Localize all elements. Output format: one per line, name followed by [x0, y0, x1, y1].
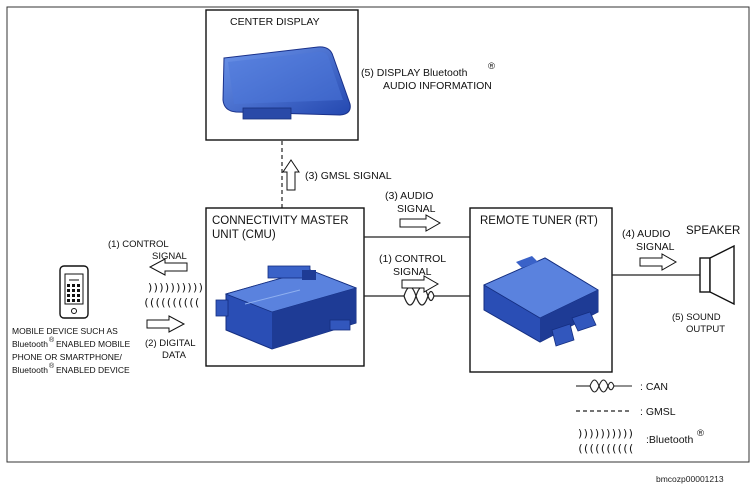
- legend-bluetooth-label: :Bluetooth: [646, 434, 693, 446]
- display-bluetooth-note-line2: AUDIO INFORMATION: [383, 80, 492, 92]
- sound-output-line1: (5) SOUND: [672, 312, 721, 323]
- cmu-title-line2: UNIT (CMU): [212, 229, 276, 241]
- legend-gmsl-label: : GMSL: [640, 406, 676, 418]
- legend-bluetooth-waves-right: )))))))))): [577, 427, 633, 440]
- figure-reference-code: bmcozp00001213: [656, 474, 724, 484]
- legend-bluetooth-reg-mark: ®: [697, 428, 704, 439]
- center-display-screen-image: [222, 46, 351, 120]
- digital-data-arrow: [146, 315, 186, 333]
- control-signal-left-arrow: [148, 258, 188, 276]
- gmsl-up-arrow: [282, 159, 300, 191]
- audio-signal-rt-spk-line2: SIGNAL: [636, 241, 675, 253]
- sound-output-line2: OUTPUT: [686, 324, 725, 335]
- digital-data-line2: DATA: [162, 350, 187, 361]
- mobile-phone-icon: [59, 265, 89, 319]
- gmsl-signal-label: (3) GMSL SIGNAL: [305, 170, 392, 182]
- cmu-unit-image: [215, 265, 358, 350]
- mobile-desc-line2: Bluetooth: [12, 339, 48, 349]
- control-signal-cmu-rt-line1: (1) CONTROL: [379, 253, 446, 265]
- remote-tuner-image: [483, 256, 599, 347]
- center-display-title: CENTER DISPLAY: [230, 16, 320, 28]
- center-display-box: CENTER DISPLAY: [205, 9, 359, 141]
- mobile-control-signal-line2: SIGNAL: [152, 251, 187, 262]
- mobile-control-signal-line1: (1) CONTROL: [108, 239, 169, 250]
- mobile-desc-line4b: ENABLED DEVICE: [56, 365, 130, 375]
- audio-to-speaker-arrow: [639, 253, 678, 271]
- mobile-desc-line1: MOBILE DEVICE SUCH AS: [12, 326, 118, 336]
- cmu-title-line1: CONNECTIVITY MASTER: [212, 215, 349, 227]
- speaker-title: SPEAKER: [686, 225, 740, 237]
- mobile-desc-line3: PHONE OR SMARTPHONE/: [12, 352, 123, 362]
- bluetooth-waves-left: ((((((((((: [143, 296, 199, 309]
- speaker-icon: [699, 244, 735, 306]
- legend-can-label: : CAN: [640, 381, 668, 393]
- mobile-desc-line2b: ENABLED MOBILE: [56, 339, 130, 349]
- audio-signal-cmu-rt-line2: SIGNAL: [397, 203, 436, 215]
- display-bluetooth-reg-mark: ®: [488, 61, 495, 72]
- audio-signal-cmu-rt-line1: (3) AUDIO: [385, 190, 433, 202]
- bluetooth-waves-right: )))))))))): [147, 281, 203, 294]
- control-signal-cmu-rt-line2: SIGNAL: [393, 266, 432, 278]
- cmu-box: CONNECTIVITY MASTER UNIT (CMU): [205, 207, 365, 367]
- audio-signal-arrow: [399, 214, 442, 232]
- mobile-desc-reg-mark-1: ®: [49, 336, 55, 344]
- remote-tuner-box: REMOTE TUNER (RT): [469, 207, 613, 373]
- legend-bluetooth-waves-left: ((((((((((: [577, 442, 633, 455]
- control-signal-arrow: [401, 275, 440, 293]
- outer-frame: [6, 6, 750, 463]
- digital-data-line1: (2) DIGITAL: [145, 338, 196, 349]
- display-bluetooth-note-line1: (5) DISPLAY Bluetooth: [361, 67, 468, 79]
- remote-tuner-title: REMOTE TUNER (RT): [480, 215, 598, 227]
- audio-signal-rt-spk-line1: (4) AUDIO: [622, 228, 670, 240]
- legend-can-symbol: [576, 379, 632, 393]
- mobile-desc-line4: Bluetooth: [12, 365, 48, 375]
- legend: : CAN : GMSL )))))))))) (((((((((( :Blue…: [576, 379, 704, 455]
- mobile-desc-reg-mark-2: ®: [49, 362, 55, 370]
- can-twisted-pair: [403, 286, 435, 306]
